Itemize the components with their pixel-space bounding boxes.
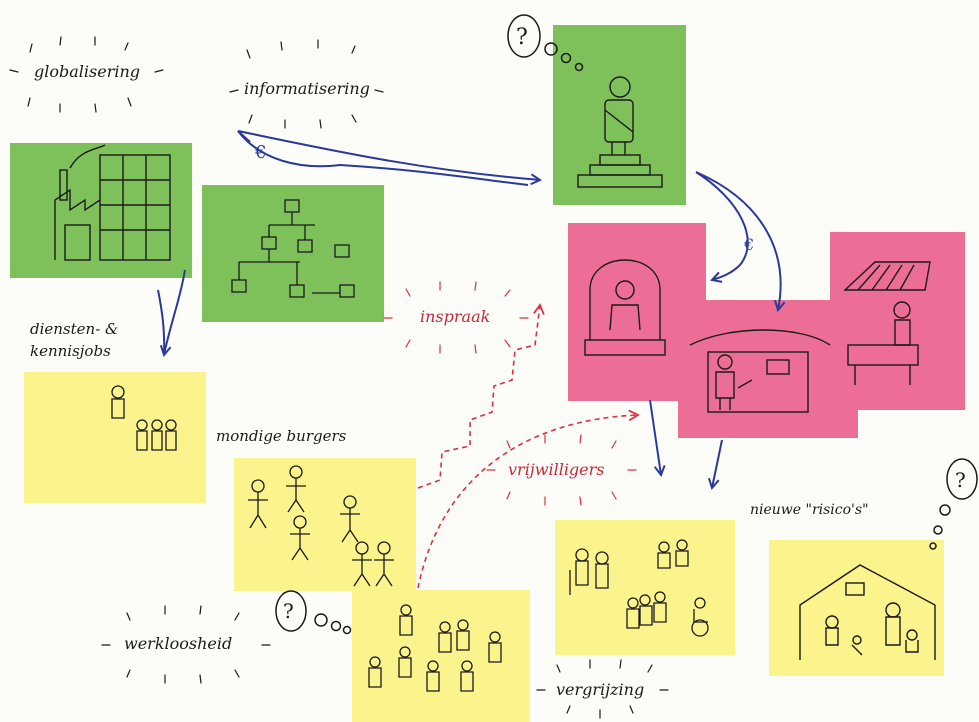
burst-vergrijzing	[536, 659, 669, 719]
people-service-workers	[111, 385, 177, 451]
arrow-church-to-elderly	[649, 399, 661, 475]
factory-icon	[54, 144, 171, 261]
thought-bubble-right	[929, 458, 978, 550]
house-icon	[799, 564, 936, 660]
arrow-statue-to-pink	[695, 171, 781, 310]
label-mondige-burgers: mondige burgers	[216, 427, 347, 445]
computer-network-icon	[231, 199, 355, 298]
arrow-doctor-to-elderly	[712, 439, 723, 488]
question-mark-icon-3: ?	[955, 468, 966, 492]
people-elderly	[569, 539, 709, 637]
note-unemployed	[352, 590, 530, 722]
people-unemployed	[368, 604, 502, 692]
arrow-vrijwilligers	[417, 409, 640, 589]
label-vrijwilligers: vrijwilligers	[508, 460, 605, 479]
burst-informatisering	[229, 39, 384, 129]
label-nieuwe-risicos: nieuwe "risico's"	[750, 502, 869, 518]
question-mark-icon-2: ?	[283, 599, 294, 623]
note-elderly	[555, 520, 735, 655]
burst-vrijwilligers	[486, 434, 637, 506]
arrow-euro-flow	[237, 130, 540, 186]
people-citizens	[248, 465, 394, 587]
note-factory	[10, 143, 192, 278]
statue-icon	[577, 76, 663, 188]
euro-icon: €	[254, 142, 266, 163]
question-mark-icon: ?	[516, 25, 528, 50]
euro-icon-2: €	[743, 235, 754, 254]
thought-bubble-bottom-left	[275, 590, 352, 635]
label-werkloosheid: werkloosheid	[124, 634, 233, 653]
label-diensten: diensten- &	[30, 320, 119, 338]
note-computer-network	[202, 185, 384, 322]
label-inspraak: inspraak	[420, 307, 491, 326]
note-house	[769, 540, 944, 676]
doctor-icon	[689, 329, 831, 413]
label-globalisering: globalisering	[34, 62, 140, 81]
market-stall-icon	[843, 261, 931, 385]
label-kennisjobs: kennisjobs	[30, 342, 111, 360]
thought-bubble-top	[507, 14, 584, 72]
burst-globalisering	[9, 36, 164, 113]
church-icon	[584, 259, 666, 356]
burst-inspraak	[383, 281, 529, 354]
burst-werkloosheid	[101, 605, 271, 684]
arrow-green-to-yellow	[157, 269, 186, 355]
label-informatisering: informatisering	[244, 79, 370, 98]
arrow-inspraak	[417, 303, 545, 489]
label-vergrijzing: vergrijzing	[556, 680, 645, 699]
